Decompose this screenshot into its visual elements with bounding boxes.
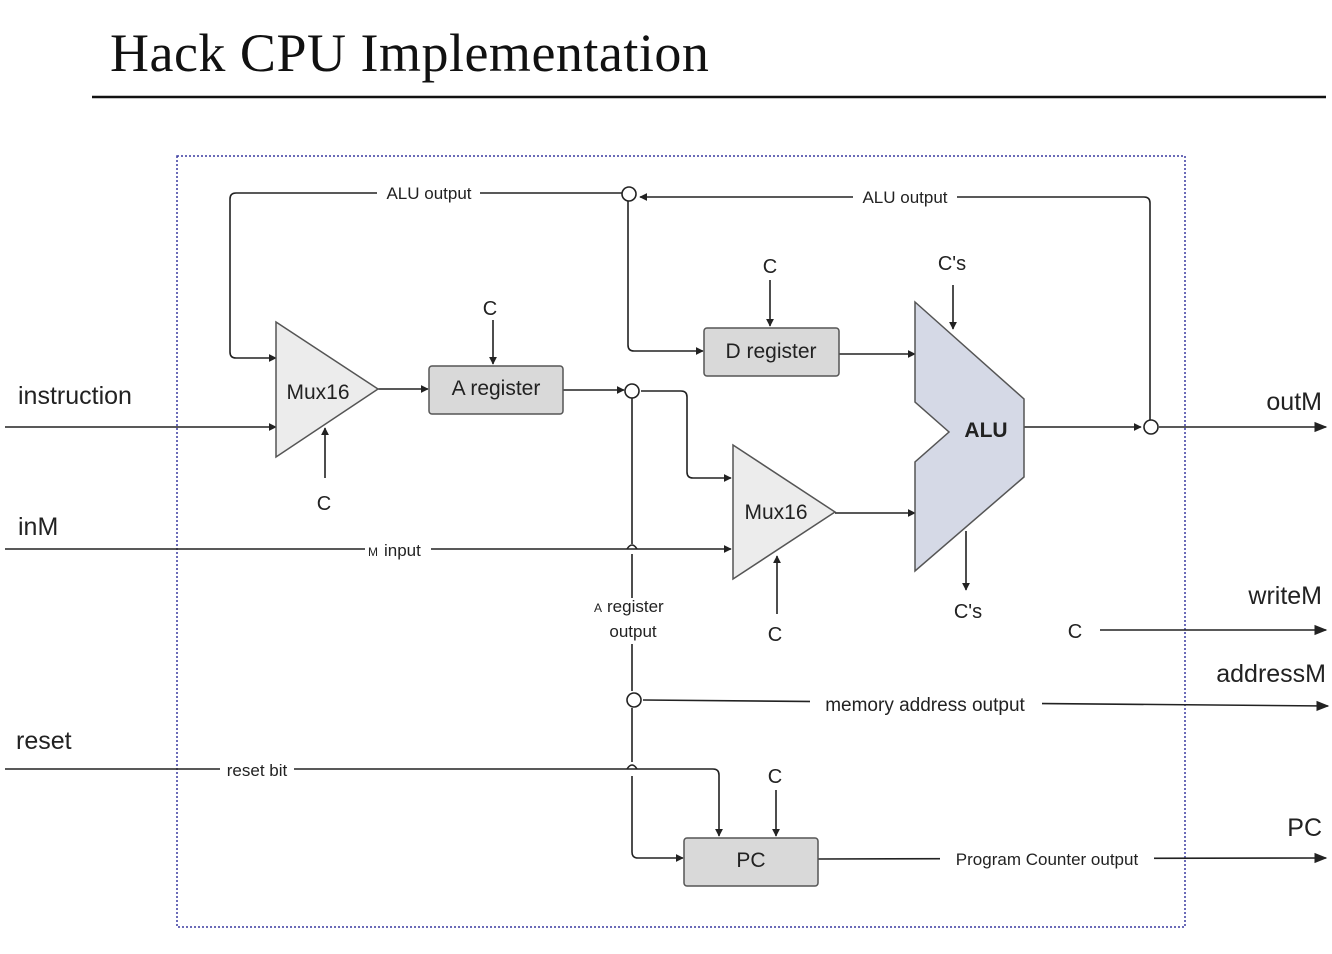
writem-label: writeM bbox=[1247, 582, 1322, 610]
alu-output-to-mux-a-wire bbox=[229, 192, 622, 362]
alu-output-feedback-wire bbox=[639, 193, 1151, 421]
instruction-label: instruction bbox=[18, 382, 132, 410]
outm-junction bbox=[1143, 419, 1159, 435]
cpu-boundary bbox=[176, 155, 1186, 928]
memory-address-junction bbox=[626, 692, 642, 708]
mux-b-control-label: C bbox=[768, 624, 782, 646]
d-register-control-label: C bbox=[763, 256, 777, 278]
m-input-prefix: M bbox=[368, 545, 378, 559]
alu-output-junction bbox=[621, 186, 637, 202]
alu-label: ALU bbox=[964, 419, 1007, 442]
d-register bbox=[703, 327, 840, 377]
a-register-to-pc-wire bbox=[631, 708, 683, 858]
outm-label: outM bbox=[1266, 388, 1322, 416]
mux16-a bbox=[275, 320, 380, 459]
pc-register bbox=[683, 837, 819, 887]
mux16-b-label: Mux16 bbox=[744, 501, 807, 524]
alu bbox=[914, 300, 1025, 573]
mux16-b bbox=[732, 443, 837, 581]
alu-output-left-label: ALU output bbox=[386, 184, 471, 203]
a-register-label: A register bbox=[452, 377, 541, 400]
program-counter-output-label: Program Counter output bbox=[956, 850, 1139, 869]
a-register-output-label-line2: output bbox=[609, 622, 657, 641]
pc-register-label: PC bbox=[736, 849, 765, 872]
mux-a-control-label: C bbox=[317, 493, 331, 515]
pc-output-label: PC bbox=[1287, 814, 1322, 842]
a-register-control-label: C bbox=[483, 298, 497, 320]
mux16-a-label: Mux16 bbox=[286, 381, 349, 404]
alu-control-out-label: C's bbox=[954, 601, 982, 623]
a-register-output-label-line1: register bbox=[607, 597, 664, 616]
memory-address-output-label: memory address output bbox=[825, 695, 1025, 716]
alu-output-right-label: ALU output bbox=[862, 188, 947, 207]
alu-control-in-label: C's bbox=[938, 253, 966, 275]
m-input-crossing bbox=[626, 544, 638, 550]
a-register bbox=[428, 365, 564, 415]
d-register-label: D register bbox=[725, 340, 816, 363]
reset-label: reset bbox=[16, 727, 72, 755]
reset-bit-wire bbox=[5, 768, 723, 837]
a-register-to-mux-b-wire bbox=[641, 390, 732, 482]
a-register-output-prefix: A bbox=[594, 601, 602, 615]
a-register-output-junction bbox=[624, 383, 640, 399]
writem-control-label: C bbox=[1068, 621, 1082, 643]
reset-bit-label: reset bit bbox=[227, 761, 288, 780]
addressm-label: addressM bbox=[1216, 660, 1326, 688]
page-title: Hack CPU Implementation bbox=[110, 23, 710, 83]
pc-control-label: C bbox=[768, 766, 782, 788]
inm-label: inM bbox=[18, 513, 58, 541]
reset-bit-crossing bbox=[626, 764, 638, 770]
m-input-label: input bbox=[384, 541, 421, 560]
alu-output-to-d-register-wire bbox=[627, 201, 704, 355]
